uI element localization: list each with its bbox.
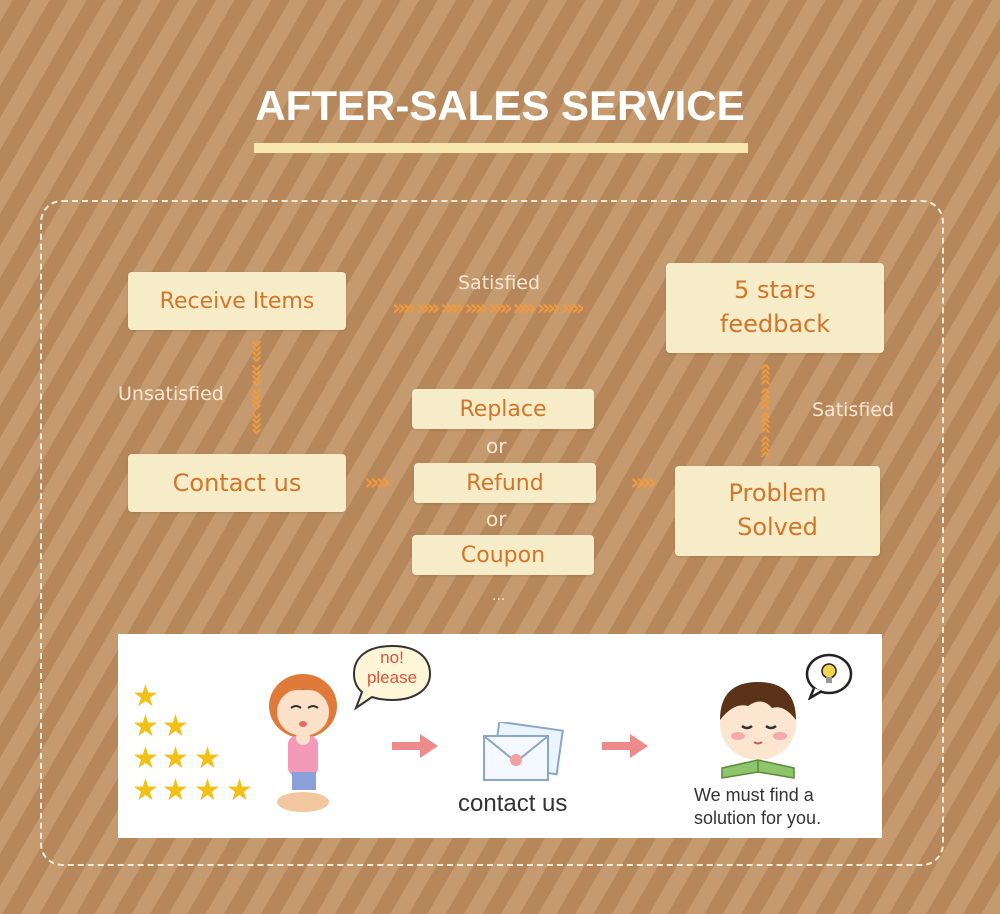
star-icon: ★ <box>132 741 159 776</box>
speech-bubble <box>352 644 432 711</box>
speech-bubble-text: no! please <box>350 648 434 687</box>
or-text-2: or <box>486 507 507 531</box>
satisfied-right-label: Satisfied <box>812 399 895 421</box>
chevron-right-arrow-solved: »» <box>630 468 657 496</box>
five-stars-label-line1: 5 stars <box>734 276 816 305</box>
replace-box: Replace <box>412 389 594 429</box>
chevron-right-arrows-top: »» »» »» »» »» »» »» »» <box>392 296 585 321</box>
five-stars-label-line2: feedback <box>719 310 831 338</box>
replace-label: Replace <box>459 396 547 422</box>
bubble-line1: no! <box>380 648 404 667</box>
star-icon: ★ <box>226 773 253 808</box>
contact-us-box: Contact us <box>128 454 346 512</box>
star-icon: ★ <box>162 709 189 744</box>
star-icon: ★ <box>132 679 159 714</box>
arrow-right-icon <box>392 734 438 758</box>
refund-box: Refund <box>414 463 596 503</box>
solution-line2: solution for you. <box>694 808 822 829</box>
star-icon: ★ <box>132 773 159 808</box>
satisfied-top-label: Satisfied <box>458 272 541 294</box>
bubble-line2: please <box>366 667 418 687</box>
page-title: AFTER-SALES SERVICE <box>255 82 745 129</box>
title-underline <box>254 143 748 153</box>
chevron-up-arrows: »» »» »» »» <box>753 366 778 459</box>
star-icon: ★ <box>194 741 221 776</box>
receive-items-label: Receive Items <box>159 288 315 314</box>
problem-solved-line1: Problem <box>728 479 827 508</box>
contact-us-label: Contact us <box>172 469 302 497</box>
crying-girl-illustration <box>269 674 337 812</box>
contact-us-caption: contact us <box>458 790 568 817</box>
five-stars-feedback-box: 5 stars feedback <box>666 263 884 353</box>
solution-caption: We must find a solution for you. <box>694 784 821 831</box>
solution-line1: We must find a <box>694 785 814 805</box>
receive-items-box: Receive Items <box>128 272 346 330</box>
or-text-1: or <box>486 434 507 458</box>
chevron-down-arrows: »» »» »» »» <box>244 339 269 432</box>
star-icon: ★ <box>194 773 221 808</box>
flow-frame <box>40 200 944 866</box>
star-icon: ★ <box>162 741 189 776</box>
envelope-icon <box>483 722 564 781</box>
arrow-right-icon <box>602 734 648 758</box>
illustration-panel: ★ ★ ★ ★ ★ ★ ★ ★ ★ ★ no! please <box>118 634 882 838</box>
star-icon: ★ <box>132 709 159 744</box>
problem-solved-box: Problem Solved <box>675 466 880 556</box>
problem-solved-line2: Solved <box>737 513 818 541</box>
star-icon: ★ <box>162 773 189 808</box>
coupon-box: Coupon <box>412 535 594 575</box>
chevron-right-arrow-contact: »» <box>364 468 391 496</box>
refund-label: Refund <box>466 470 544 496</box>
lightbulb-icon <box>805 653 853 700</box>
coupon-label: Coupon <box>460 542 546 568</box>
unsatisfied-label: Unsatisfied <box>118 383 224 405</box>
ellipsis-text: ... <box>492 588 506 604</box>
boy-reading-illustration <box>720 682 796 779</box>
